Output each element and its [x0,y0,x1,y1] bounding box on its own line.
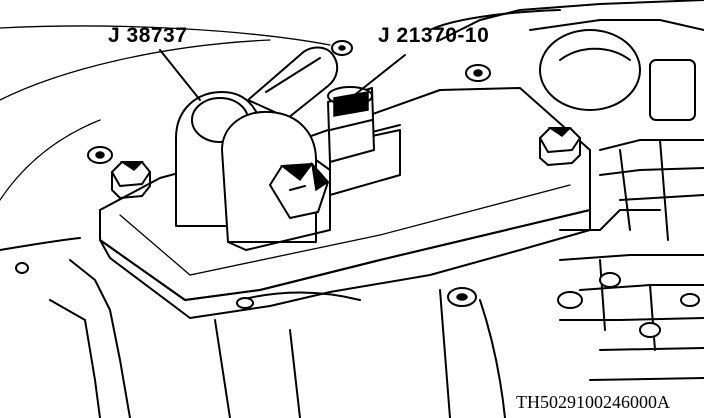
hex-bolt-left [111,161,151,199]
hex-bolt-large [269,161,330,219]
tool-label-j21370-10: J 21370-10 [378,24,490,47]
leader-line-j21370 [351,54,406,98]
holding-fixture [175,46,339,251]
leader-line-j38737 [159,49,201,101]
valve-body-detail [529,19,704,381]
tool-label-j38737: J 38737 [108,24,188,47]
figure-code: TH5029100246000A [516,392,670,412]
spring-compressor-tool [327,86,375,163]
hex-bolt-right [539,127,581,166]
